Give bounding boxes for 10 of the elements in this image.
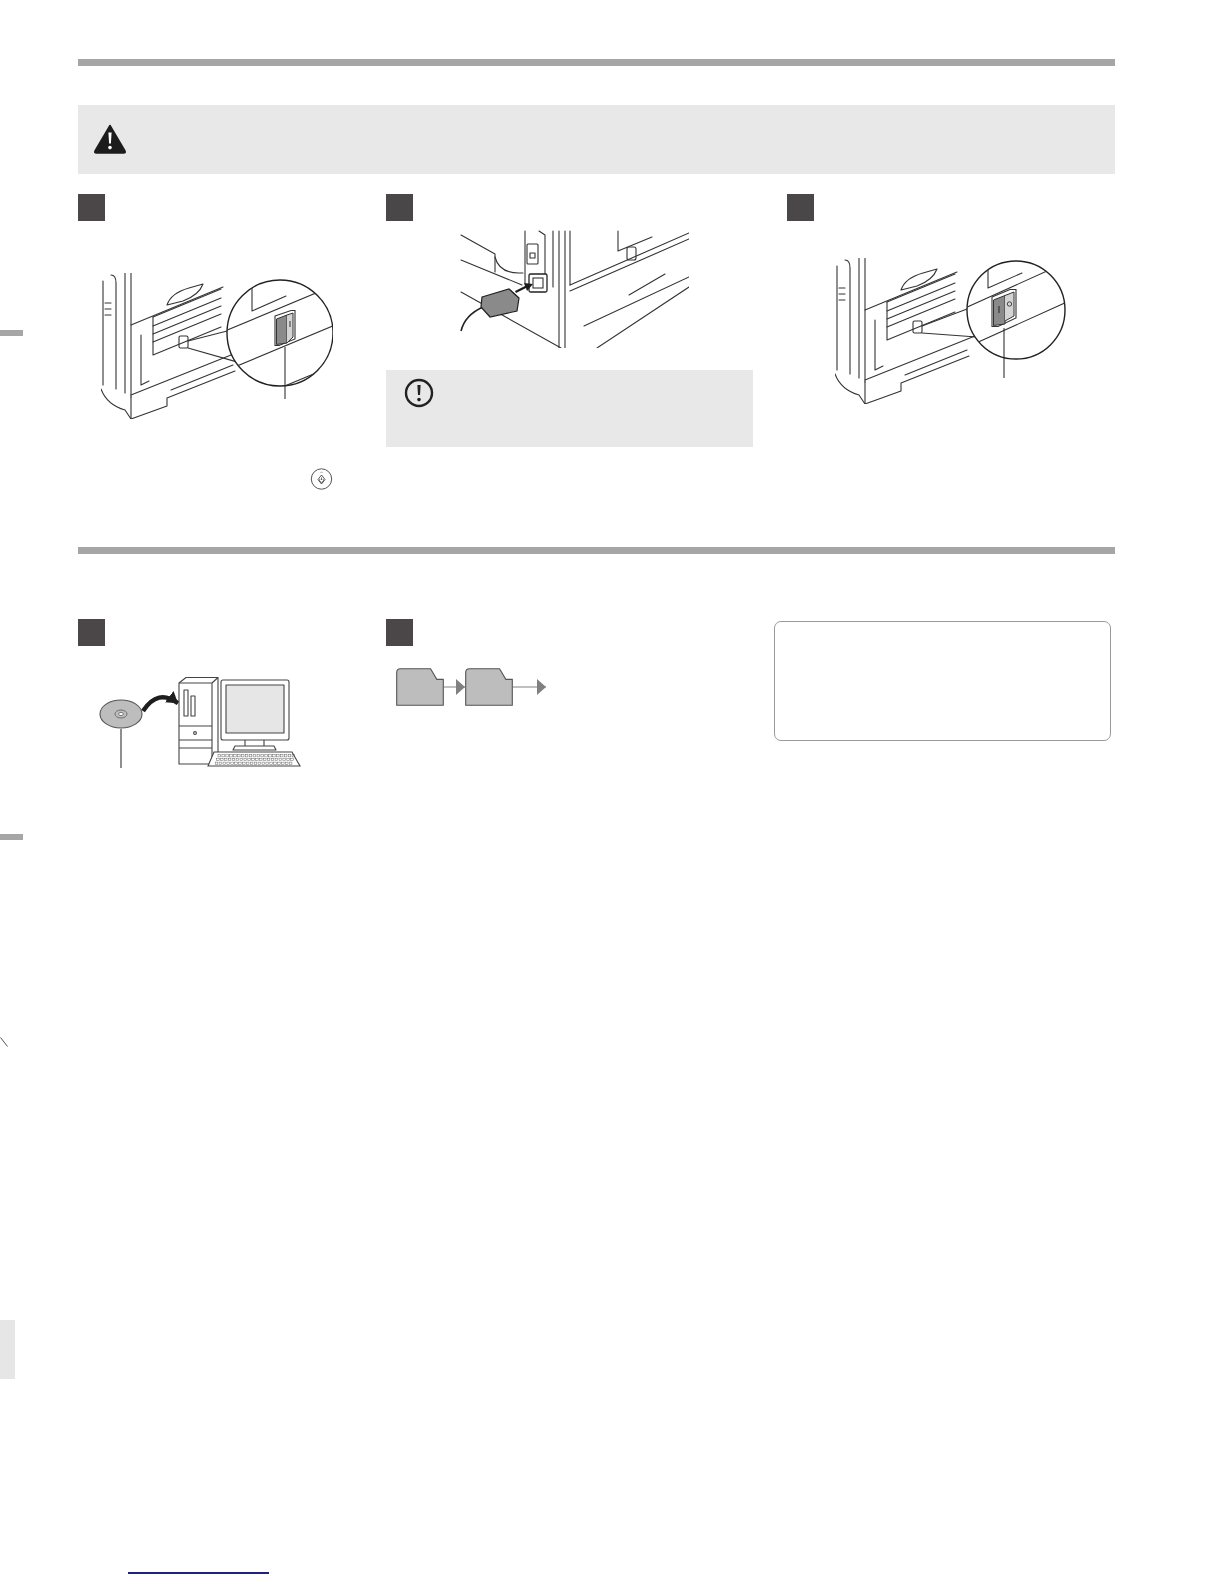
- folder: [396, 668, 444, 706]
- cd-disc: [99, 699, 143, 729]
- leader-line: [1003, 327, 1005, 379]
- chevron-arrow: [443, 679, 466, 695]
- chevron-arrow: [512, 679, 547, 695]
- folder: [465, 668, 513, 706]
- leader-line: [284, 346, 286, 400]
- desktop-computer: [178, 676, 301, 767]
- curved-arrow: [141, 691, 180, 713]
- leader-line: [120, 728, 122, 769]
